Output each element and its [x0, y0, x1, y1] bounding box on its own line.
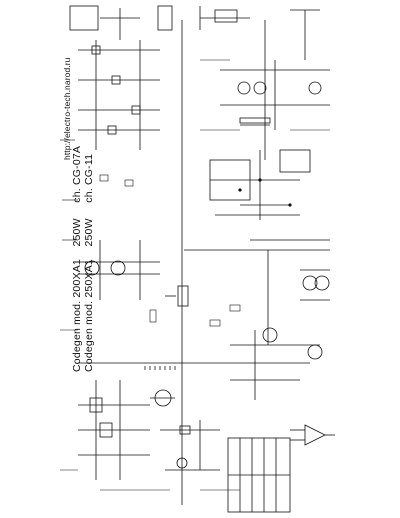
title-line-2: Codegen mod. 250XA1 250W ch. CG-11	[83, 154, 95, 372]
title-line-1-model: Codegen mod. 200XA1	[71, 259, 83, 372]
parts-table-frame	[227, 437, 291, 513]
output-transistors-right	[267, 250, 330, 345]
source-url: http://electro-tech.narod.ru	[62, 57, 72, 161]
title-line-2-chassis: ch. CG-11	[83, 153, 95, 203]
title-line-2-power: 250W	[83, 218, 95, 247]
title-line-1: Codegen mod. 200XA1 250W ch. CG-07A	[71, 146, 83, 372]
ground-comb	[144, 366, 176, 370]
resistor-ladder-top	[78, 40, 160, 150]
title-line-1-power: 250W	[71, 218, 83, 247]
transistor-block-top-right	[220, 60, 330, 130]
output-resistor	[177, 285, 189, 307]
title-line-2-model: Codegen mod. 250XA1	[83, 259, 95, 372]
bottom-middle-network	[160, 327, 323, 471]
protection-block-bottom-left	[78, 380, 175, 480]
transistor-row-mid	[78, 240, 160, 300]
opamp-symbol	[304, 424, 326, 446]
driver-stage-block	[209, 149, 311, 220]
title-line-1-chassis: ch. CG-07A	[71, 145, 83, 203]
